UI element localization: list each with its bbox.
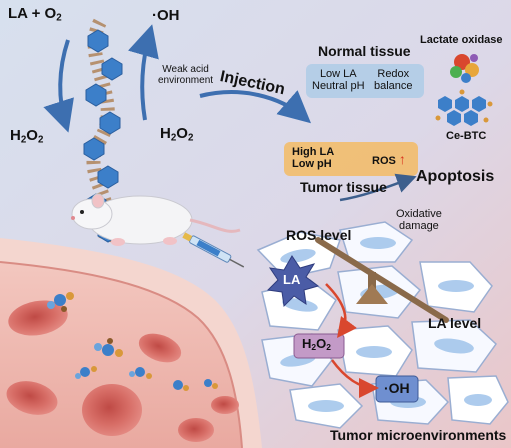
la-level-label: LA level (428, 315, 482, 331)
red-arrow-la-to-h2o2 (325, 283, 357, 339)
apoptosis-arrow (339, 173, 417, 202)
reactants-label: LA + O2 (8, 5, 62, 24)
h2o2-left-label: H2O2 (10, 127, 44, 146)
ros-la-seesaw (315, 237, 449, 323)
normal-tissue-title: Normal tissue (318, 43, 411, 59)
ce-btc-icon (435, 89, 493, 126)
arrow-la-to-h2o2 (43, 39, 74, 133)
la-star-label: LA (283, 272, 301, 287)
normal-tissue-box (306, 64, 424, 98)
h2o2-box (293, 333, 345, 359)
tumor-tissue-title: Tumor tissue (300, 179, 387, 195)
red-blood-cells (6, 300, 239, 442)
hydroxyl-label: ·OH (152, 7, 180, 24)
ce-btc-particles-in-vessel (47, 292, 218, 391)
ros-level-label: ROS level (286, 227, 352, 243)
tme-caption: Tumor microenvironments (330, 427, 507, 443)
lactate-oxidase-icon (450, 54, 479, 83)
red-arrow-h2o2-to-oh (330, 359, 379, 398)
oh-box-label: ·OH (384, 380, 410, 396)
ce-btc-label: Ce-BTC (446, 130, 487, 142)
injection-arrow (199, 90, 312, 124)
arrow-h2o2-to-oh (128, 24, 159, 121)
h2o2-right-label: H2O2 (160, 125, 194, 144)
lactate-oxidase-label: Lactate oxidase (420, 34, 503, 46)
la-star (266, 255, 320, 308)
tumor-tissue-box (284, 142, 418, 176)
mouse-illustration (71, 193, 241, 246)
syringe-icon (182, 232, 245, 268)
tumor-cell-cluster (256, 221, 509, 429)
apoptosis-label: Apoptosis (416, 168, 495, 185)
tumor-tissue-ros: ROS ↑ (372, 151, 406, 167)
h2o2-box-label: H2O2 (302, 336, 331, 353)
